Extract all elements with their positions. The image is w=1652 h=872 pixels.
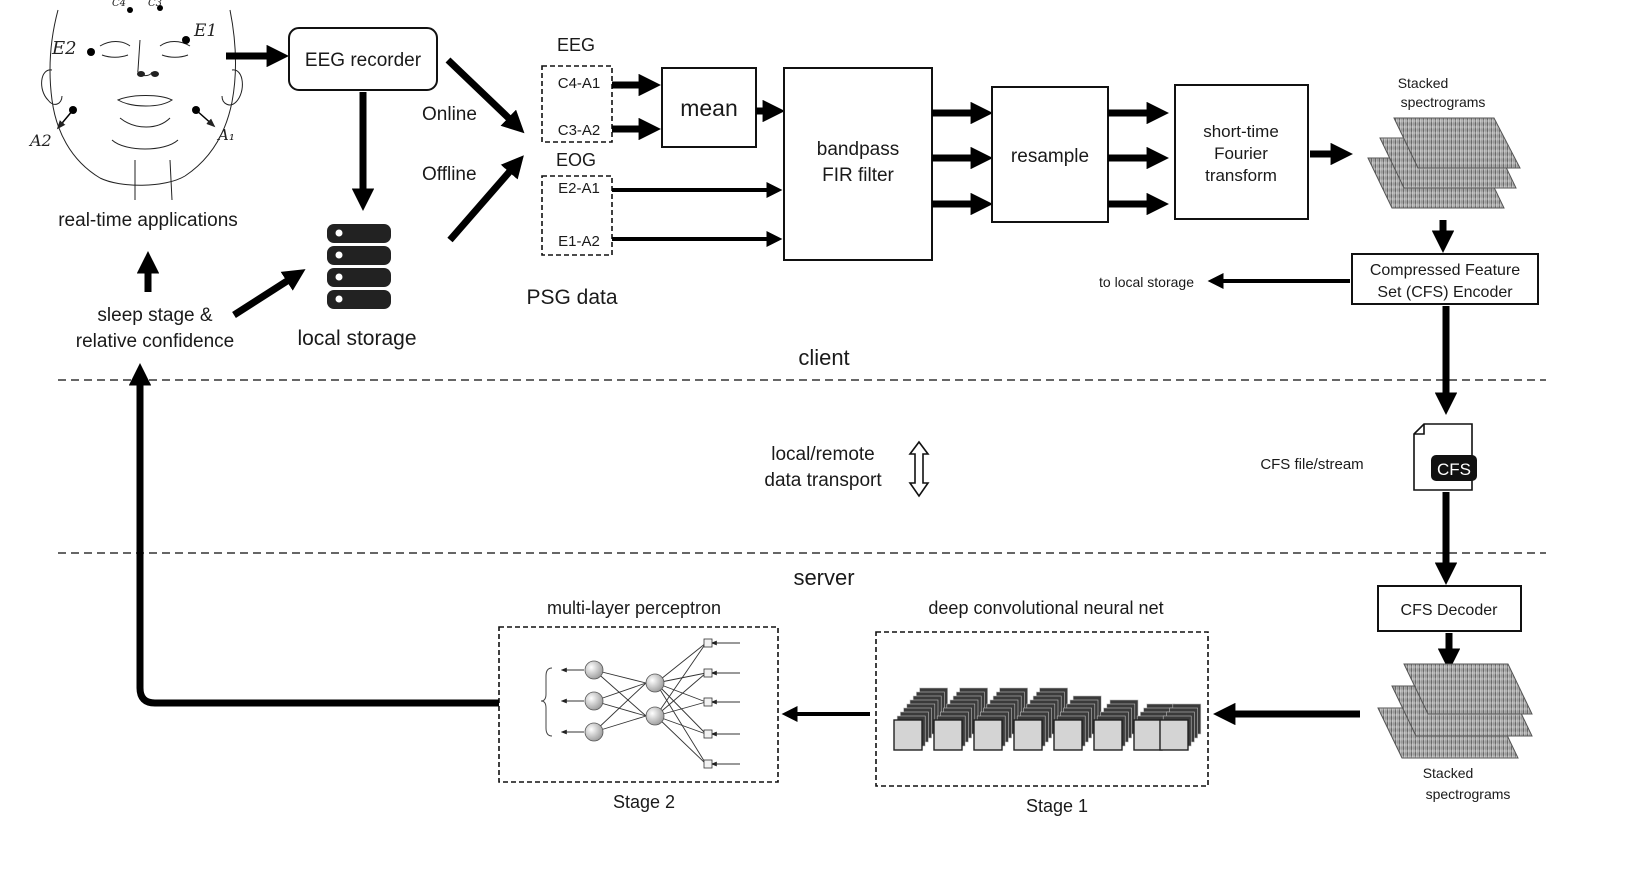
mlp-output-neuron	[584, 660, 604, 680]
transport-line1: local/remote	[771, 444, 875, 465]
eog-group-label: EOG	[556, 150, 596, 170]
fir-filter-label: FIR filter	[822, 165, 894, 186]
spectrogram-stack-bottom	[1377, 663, 1533, 759]
transport-line2: data transport	[764, 470, 882, 491]
online-label: Online	[422, 104, 477, 125]
spectrogram-stack-top	[1367, 117, 1521, 209]
spectrograms-label-top: spectrograms	[1401, 94, 1486, 110]
cfs-encoder-line1: Compressed Feature	[1370, 262, 1520, 279]
eeg-recorder-label: EEG recorder	[305, 50, 422, 71]
mlp-box	[498, 626, 779, 783]
electrode-e2	[87, 48, 95, 56]
double-arrow-icon	[908, 440, 930, 498]
stage1-label: Stage 1	[1026, 796, 1088, 816]
cnn-feature-map	[893, 719, 923, 751]
channel-c4-a1: C4-A1	[558, 75, 601, 92]
relative-confidence-label: relative confidence	[76, 331, 234, 352]
to-local-storage-label: to local storage	[1099, 274, 1194, 290]
channel-e1-a2: E1-A2	[558, 233, 600, 250]
label-e1: E1	[193, 21, 217, 41]
mlp-input-node	[703, 638, 713, 648]
cnn-layers-illustration	[893, 687, 1202, 751]
resample-box	[991, 86, 1109, 223]
sleep-stage-label: sleep stage &	[97, 305, 212, 326]
mean-box	[661, 67, 757, 148]
feedback-arrow	[128, 363, 499, 707]
mlp-edge	[655, 642, 707, 684]
head-illustration: E2 E1 A2 A₁ C4 C3	[28, 0, 243, 201]
cfs-badge-label: CFS	[1437, 460, 1471, 479]
cfs-encoder-line2: Set (CFS) Encoder	[1377, 284, 1513, 301]
server-label: server	[793, 565, 854, 590]
mlp-input-node	[703, 668, 713, 678]
cnn-feature-map	[1159, 719, 1189, 751]
cnn-feature-map	[1133, 719, 1163, 751]
mlp-input-node	[703, 697, 713, 707]
cnn-feature-map	[1013, 719, 1043, 751]
mlp-edge	[655, 672, 707, 717]
client-label: client	[798, 345, 849, 370]
stacked-label-top: Stacked	[1398, 75, 1449, 91]
stft-line3: transform	[1205, 166, 1277, 185]
mlp-edge	[593, 669, 647, 717]
dcnn-box	[875, 631, 1209, 787]
mlp-output-neuron	[584, 722, 604, 742]
stacked-label-bottom: Stacked	[1423, 765, 1474, 781]
offline-label: Offline	[422, 164, 477, 185]
label-e2: E2	[51, 38, 77, 59]
label-c4: C4	[112, 0, 126, 9]
mlp-edge	[593, 682, 647, 733]
mlp-edge	[655, 672, 707, 684]
cnn-feature-map	[933, 719, 963, 751]
label-c3: C3	[148, 0, 162, 9]
real-time-applications-label: real-time applications	[58, 210, 238, 231]
channel-c3-a2: C3-A2	[558, 122, 601, 139]
resample-label: resample	[1011, 146, 1089, 167]
mlp-input-node	[703, 729, 713, 739]
mlp-edge	[655, 715, 707, 735]
local-storage-label: local storage	[297, 327, 416, 350]
spectrograms-label-bottom: spectrograms	[1426, 786, 1511, 802]
bandpass-fir-filter-box	[783, 67, 933, 261]
cnn-feature-map	[1053, 719, 1083, 751]
label-a2: A2	[28, 131, 52, 150]
stft-box	[1174, 84, 1309, 220]
mean-label: mean	[680, 95, 738, 121]
stage2-label: Stage 2	[613, 792, 675, 812]
channel-e2-a1: E2-A1	[558, 180, 600, 197]
mlp-edge	[655, 715, 707, 765]
mlp-edge	[655, 642, 707, 717]
mlp-hidden-neuron	[645, 706, 665, 726]
cfs-file-icon	[1413, 423, 1477, 491]
cfs-file-stream-label: CFS file/stream	[1260, 456, 1363, 473]
eeg-recorder-box	[288, 27, 438, 91]
mlp-network-illustration	[540, 638, 740, 769]
mlp-input-node	[703, 759, 713, 769]
mlp-edge	[655, 682, 707, 765]
eeg-channel-group	[541, 65, 613, 143]
cnn-feature-map	[973, 719, 1003, 751]
eeg-group-label: EEG	[557, 35, 595, 55]
cfs-encoder-box	[1351, 253, 1539, 305]
cfs-decoder-box	[1377, 585, 1522, 632]
dcnn-title: deep convolutional neural net	[928, 598, 1163, 618]
mlp-output-neuron	[584, 691, 604, 711]
label-a1: A₁	[216, 126, 235, 144]
eog-channel-group	[541, 175, 613, 256]
cfs-decoder-label: CFS Decoder	[1401, 602, 1499, 619]
cnn-feature-map	[1093, 719, 1123, 751]
mlp-edge	[655, 682, 707, 703]
database-icon	[327, 224, 391, 309]
bandpass-label: bandpass	[817, 139, 899, 160]
mlp-edge	[655, 682, 707, 735]
electrode-e1	[182, 36, 190, 44]
mlp-title: multi-layer perceptron	[547, 598, 721, 618]
mlp-output-brace	[540, 667, 553, 737]
psg-data-label: PSG data	[526, 286, 617, 309]
mlp-hidden-neuron	[645, 673, 665, 693]
stft-line1: short-time	[1203, 122, 1279, 141]
stft-line2: Fourier	[1214, 144, 1268, 163]
